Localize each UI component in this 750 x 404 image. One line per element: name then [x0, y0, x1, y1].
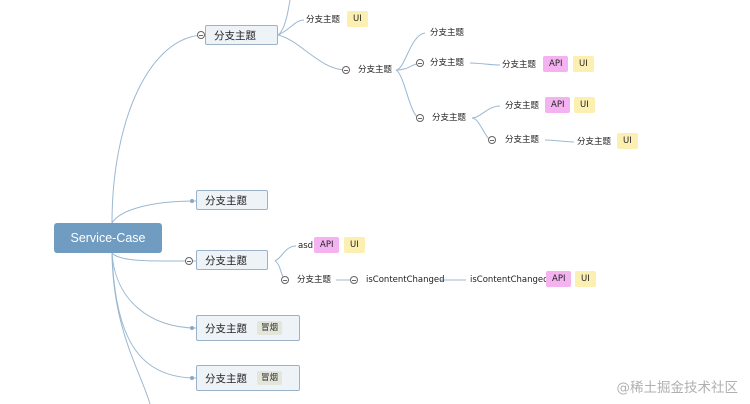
ui-tag: UI — [344, 237, 365, 253]
topic-5[interactable]: 分支主题 冒烟 — [196, 365, 300, 391]
root-topic[interactable]: Service-Case — [54, 223, 162, 253]
topic-3-label: 分支主题 — [205, 254, 247, 267]
ui-tag: UI — [573, 56, 594, 72]
collapse-toggle-icon[interactable] — [416, 114, 424, 122]
node-label[interactable]: 分支主题 — [577, 137, 612, 147]
node-label[interactable]: 分支主题 — [502, 60, 537, 70]
node-label[interactable]: 分支主题 — [430, 58, 465, 68]
node-label[interactable]: 分支主题 — [430, 28, 465, 38]
node-label[interactable]: 分支主题 — [505, 101, 540, 111]
collapse-toggle-icon[interactable] — [197, 31, 205, 39]
node-label[interactable]: asd — [298, 241, 314, 251]
node-label[interactable]: 分支主题 — [306, 15, 341, 25]
node-label[interactable]: isContentChanged — [366, 275, 445, 285]
node-label[interactable]: 分支主题 — [297, 275, 332, 285]
api-tag: API — [543, 56, 569, 72]
node-label[interactable]: isContentChanged — [470, 275, 549, 285]
topic-5-label: 分支主题 — [205, 372, 247, 385]
watermark: @稀土掘金技术社区 — [616, 380, 739, 396]
collapsed-dot-icon[interactable] — [190, 199, 194, 203]
topic-2-label: 分支主题 — [205, 194, 247, 207]
collapse-toggle-icon[interactable] — [342, 66, 350, 74]
note-tag: 冒烟 — [257, 371, 283, 385]
collapse-toggle-icon[interactable] — [416, 59, 424, 67]
ui-tag: UI — [347, 11, 368, 27]
topic-4[interactable]: 分支主题 冒烟 — [196, 315, 300, 341]
collapse-toggle-icon[interactable] — [281, 276, 289, 284]
node-label[interactable]: 分支主题 — [432, 113, 467, 123]
collapse-toggle-icon[interactable] — [350, 276, 358, 284]
root-label: Service-Case — [70, 231, 146, 245]
node-label[interactable]: 分支主题 — [505, 135, 540, 145]
collapsed-dot-icon[interactable] — [190, 326, 194, 330]
ui-tag: UI — [617, 133, 638, 149]
ui-tag: UI — [574, 97, 595, 113]
collapsed-dot-icon[interactable] — [190, 376, 194, 380]
node-label[interactable]: 分支主题 — [358, 65, 393, 75]
api-tag: API — [545, 97, 571, 113]
topic-1-label: 分支主题 — [214, 29, 256, 42]
collapse-toggle-icon[interactable] — [488, 136, 496, 144]
topic-1[interactable]: 分支主题 — [205, 25, 278, 45]
api-tag: API — [314, 237, 340, 253]
note-tag: 冒烟 — [257, 321, 283, 335]
topic-3[interactable]: 分支主题 — [196, 250, 268, 270]
topic-2[interactable]: 分支主题 — [196, 190, 268, 210]
api-tag: API — [546, 271, 572, 287]
ui-tag: UI — [575, 271, 596, 287]
topic-4-label: 分支主题 — [205, 322, 247, 335]
collapse-toggle-icon[interactable] — [185, 257, 193, 265]
